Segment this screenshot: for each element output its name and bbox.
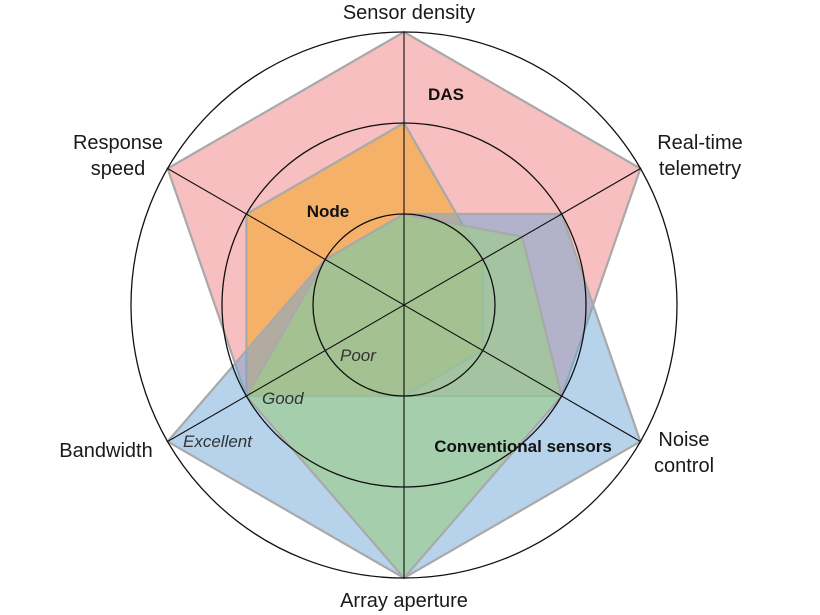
spoke-2 <box>167 168 641 442</box>
series-label-node: Node <box>307 202 350 221</box>
level-label-excellent: Excellent <box>183 432 253 451</box>
level-label-good: Good <box>262 389 304 408</box>
radar-grid <box>130 31 678 579</box>
axis-label-bandwidth: Bandwidth <box>59 440 152 462</box>
axis-label-array-aperture: Array aperture <box>340 590 468 612</box>
series-label-conventional-sensors: Conventional sensors <box>434 437 612 456</box>
axis-label-sensor-density: Sensor density <box>343 2 475 24</box>
level-label-poor: Poor <box>340 346 377 365</box>
series-label-das: DAS <box>428 85 464 104</box>
